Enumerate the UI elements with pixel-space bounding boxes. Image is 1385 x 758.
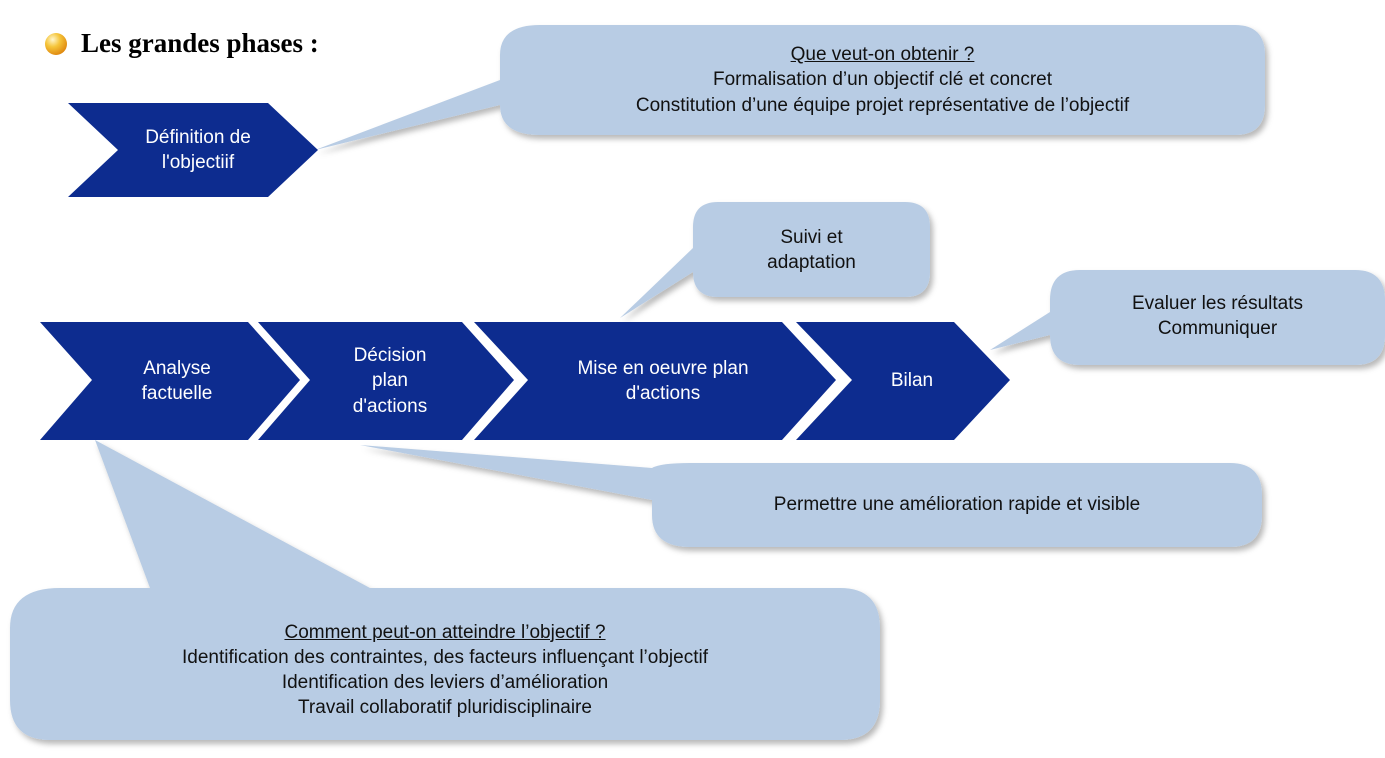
callout-amelioration-bubble (360, 445, 1262, 547)
callout-evaluer-bubble (990, 270, 1385, 365)
phase-chevron-definition (68, 103, 318, 197)
callout-comment-bubble (10, 440, 880, 740)
phase-chevron-analyse (40, 322, 300, 440)
callout-objectif-bubble (315, 25, 1265, 150)
heading-text: Les grandes phases : (81, 28, 319, 58)
heading: Les grandes phases : (45, 28, 319, 59)
phase-chevron-bilan (796, 322, 1010, 440)
phase-chevron-mise-en-oeuvre (474, 322, 836, 440)
bullet-icon (45, 32, 67, 55)
callout-suivi-bubble (620, 202, 930, 318)
phase-chevron-decision (258, 322, 514, 440)
